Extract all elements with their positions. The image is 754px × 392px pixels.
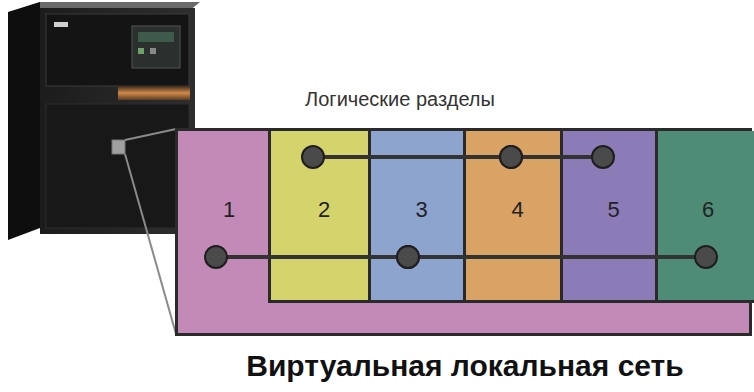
vlan-port-dot [500,146,522,168]
panel-title: Логические разделы [178,87,622,111]
vlan-line [216,255,408,259]
server-display [132,26,180,68]
server-lower-bay [46,104,189,228]
partition-box: 4 [463,131,569,303]
partition-box: 2 [268,131,377,303]
server-logo [54,22,68,27]
partition-number: 2 [271,197,377,223]
server-side [8,2,40,240]
zoom-marker [112,140,125,154]
vlan-connector [500,146,614,168]
partition-number: 3 [371,197,472,223]
vlan-connector [302,146,522,168]
partition-number: 1 [178,197,280,223]
partition-box: 3 [368,131,472,303]
vlan-line [408,255,706,259]
vlan-port-dot [397,246,419,268]
server-led [138,48,144,54]
vlan-connector [397,246,717,268]
partition-number: 5 [563,197,664,223]
partition-panel: Логические разделы123456 [175,128,752,336]
diagram-caption: Виртуальная локальная сеть [180,348,750,384]
partition-box: 6 [655,131,754,303]
partition-number: 6 [658,197,754,223]
partition-box: 5 [560,131,664,303]
partition-box: 1 [178,131,280,333]
vlan-port-dot [695,246,717,268]
vlan-line [313,155,511,159]
vlan-port-dot [397,246,419,268]
server-upper-bay [46,14,189,86]
vlan-port-dot [302,146,324,168]
server-display-screen [138,32,174,42]
server-led [150,48,156,54]
vlan-port-dot [500,146,522,168]
vlan-port-dot [205,246,227,268]
partition-number: 4 [466,197,569,223]
leader-line [125,129,176,140]
leader-line [125,154,176,334]
server-light-strip [118,86,190,100]
vlan-connector [205,246,419,268]
server-front [40,8,195,234]
vlan-port-dot [592,146,614,168]
vlan-line [511,155,603,159]
